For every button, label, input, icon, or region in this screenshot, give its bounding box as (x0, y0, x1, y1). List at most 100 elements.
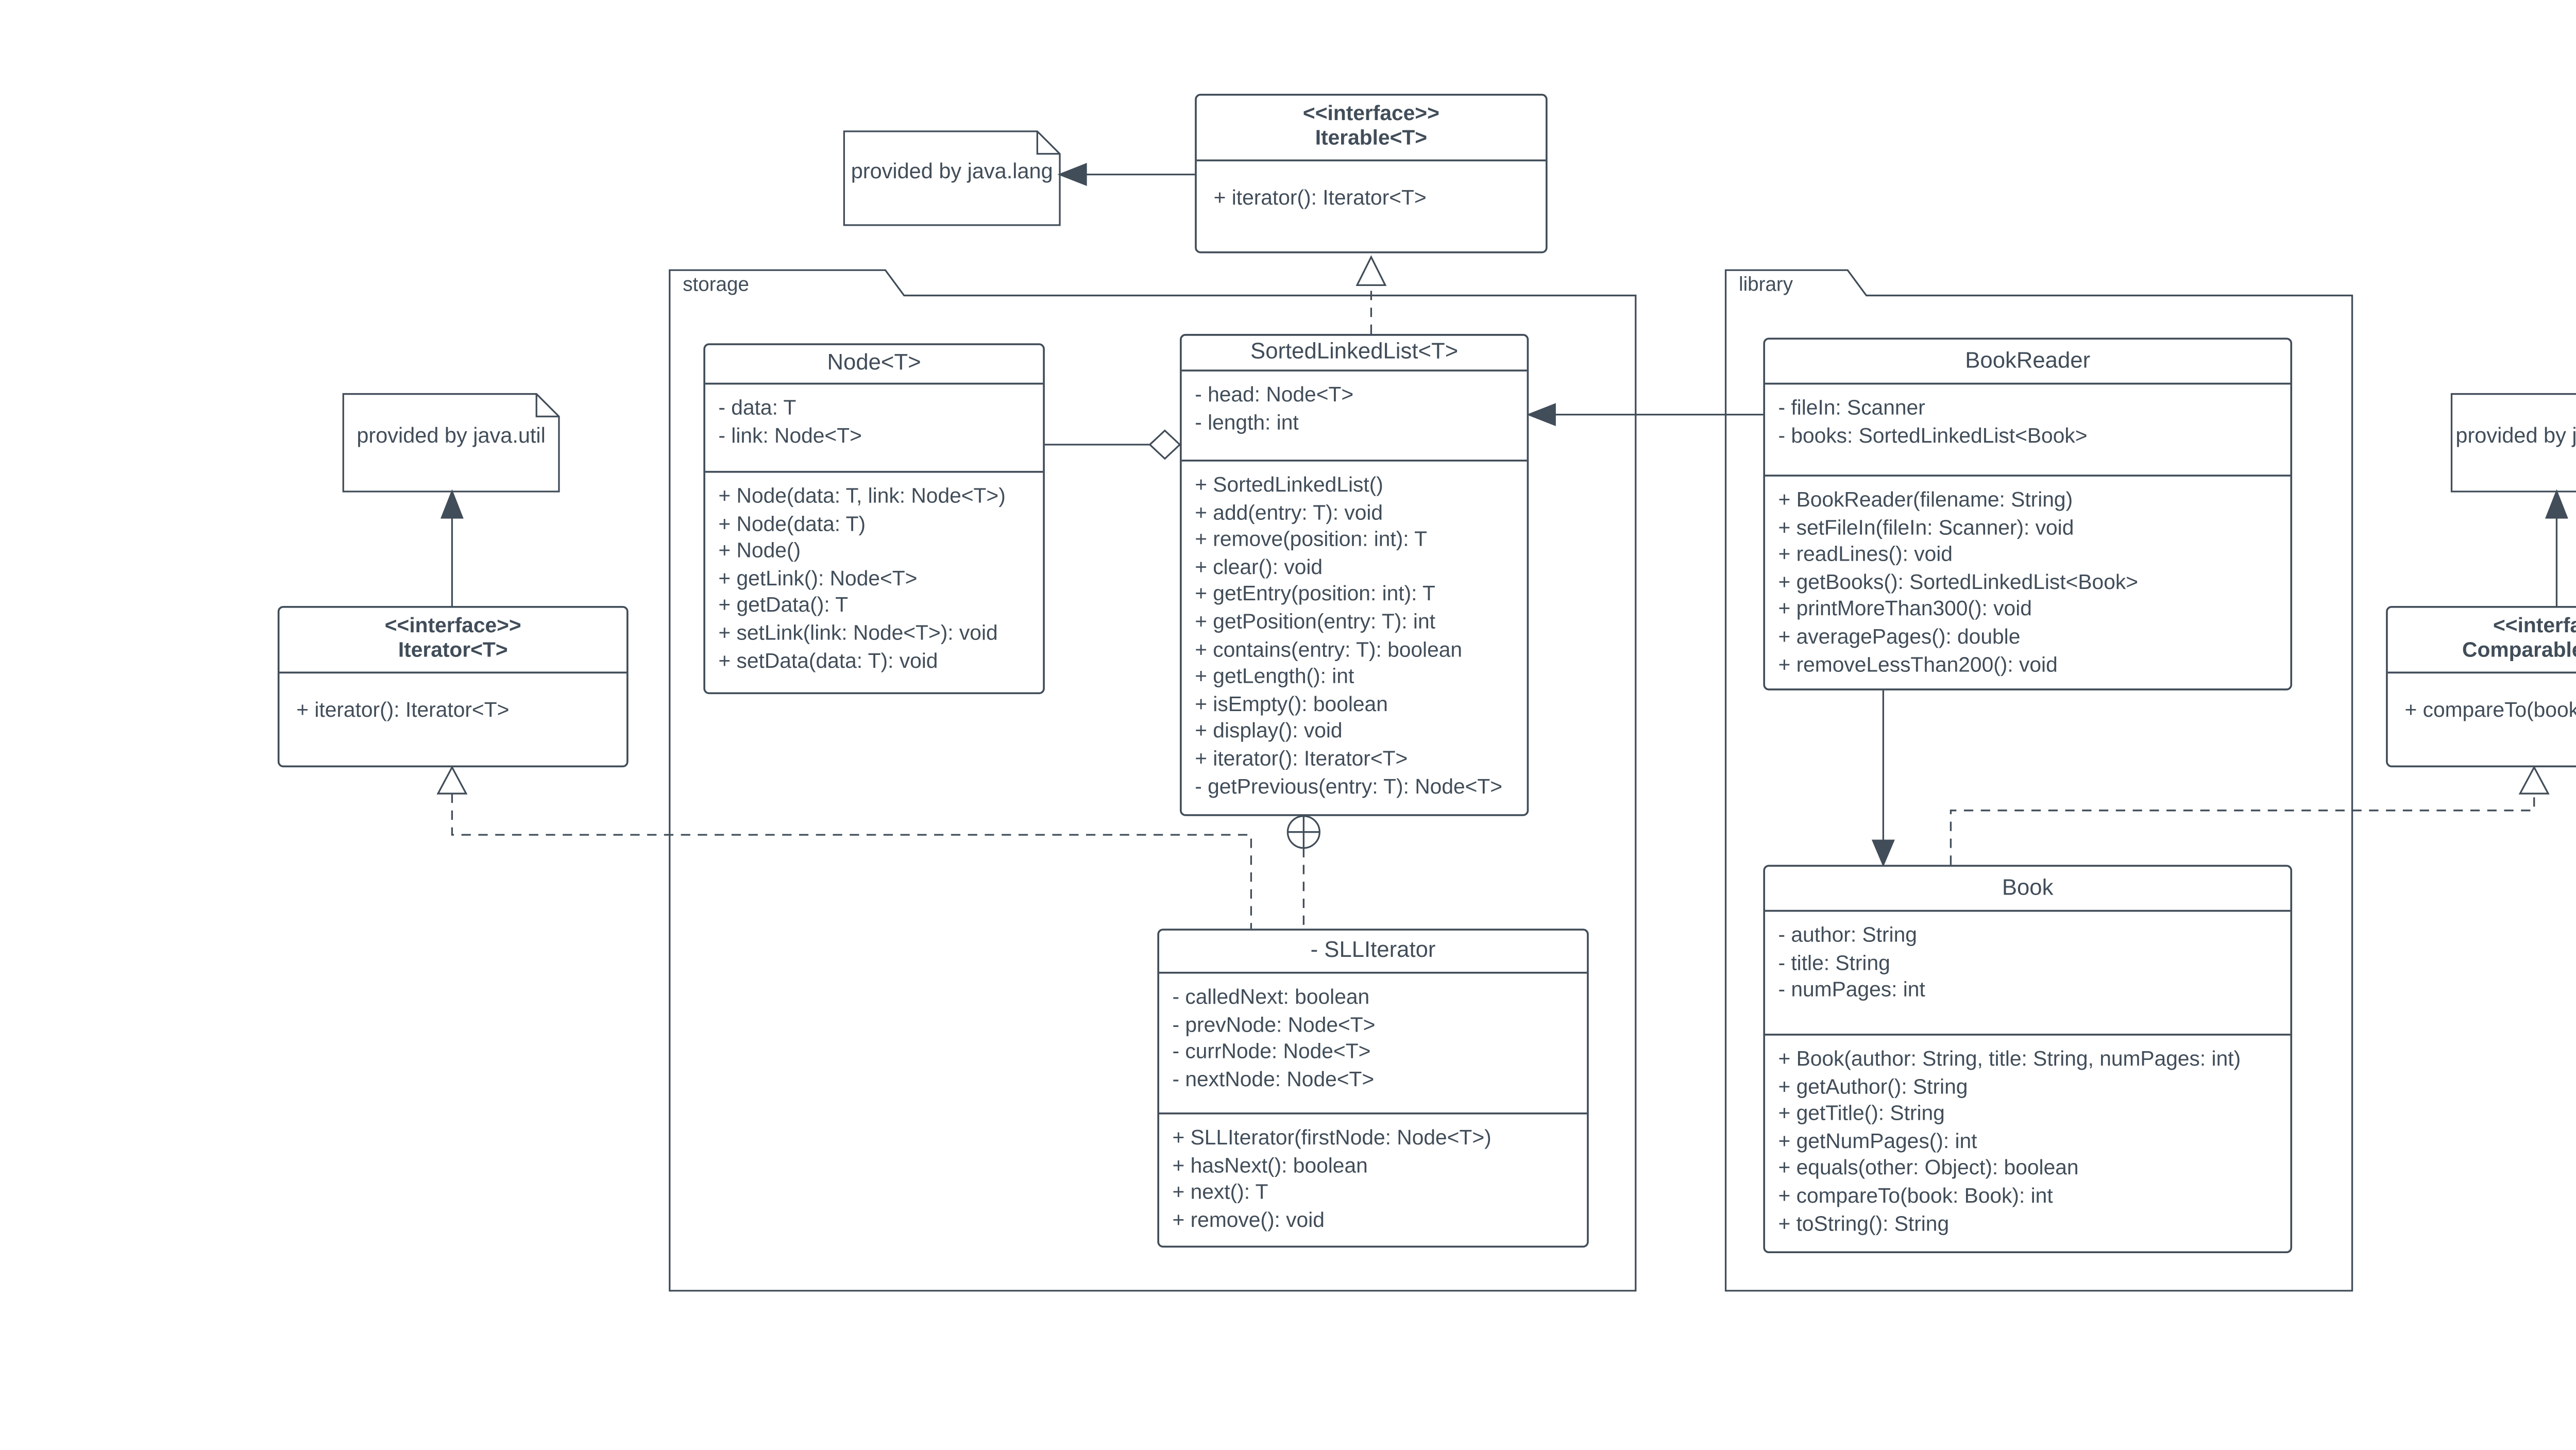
note-link-comparable[interactable] (2545, 489, 2568, 606)
member-line: + SLLIterator(firstNode: Node<T>) (1172, 1127, 1492, 1150)
member-line: + compareTo(book: Book): int (2404, 700, 2576, 722)
member-line: - fileIn: Scanner (1778, 397, 1925, 420)
class-book-methods: + Book(author: String, title: String, nu… (1765, 1034, 2291, 1251)
class-node-attributes: - data: T - link: Node<T> (705, 382, 1043, 471)
member-line: + getAuthor(): String (1778, 1076, 1968, 1099)
class-name: Node<T> (827, 349, 921, 376)
member-line: + setFileIn(fileIn: Scanner): void (1778, 517, 2074, 540)
realization-book-comparable[interactable] (1950, 765, 2550, 865)
note-java-lang-top-text: provided by java.lang (851, 161, 1053, 184)
member-line: - title: String (1778, 952, 1890, 975)
package-storage[interactable] (669, 269, 1637, 1292)
member-line: - calledNext: boolean (1172, 987, 1370, 1009)
member-line: + Book(author: String, title: String, nu… (1778, 1049, 2241, 1071)
member-line: + getNumPages(): int (1778, 1131, 1977, 1154)
interface-iterator[interactable]: <<interface>> Iterator<T> + iterator(): … (277, 605, 629, 768)
arrowhead-icon (1526, 403, 1556, 427)
member-line: + removeLessThan200(): void (1778, 654, 2058, 677)
note-java-util-text: provided by java.util (357, 426, 546, 449)
member-line: - link: Node<T> (718, 425, 862, 448)
class-name: BookReader (1965, 346, 2091, 373)
interface-iterator-header: <<interface>> Iterator<T> (279, 608, 626, 672)
member-line: + getTitle(): String (1778, 1103, 1945, 1126)
member-line: - prevNode: Node<T> (1172, 1014, 1376, 1037)
member-line: + BookReader(filename: String) (1778, 490, 2073, 512)
member-line: + clear(): void (1195, 557, 1323, 580)
note-shape-java-lang-top[interactable] (843, 130, 1061, 226)
arrowhead-icon (2545, 489, 2568, 519)
hollow-triangle-icon (2518, 765, 2550, 795)
member-line: + iterator(): Iterator<T> (1213, 188, 1427, 210)
member-line: - numPages: int (1778, 980, 1925, 1002)
member-line: - books: SortedLinkedList<Book> (1778, 425, 2088, 448)
class-book[interactable]: Book - author: String - title: String - nu… (1763, 865, 2293, 1254)
containment-sortedlinkedlist-slliterator[interactable] (1286, 815, 1320, 929)
note-shape-java-lang-right[interactable] (2450, 393, 2576, 493)
arrowhead-icon (440, 489, 464, 519)
interface-iterator-methods: + iterator(): Iterator<T> (279, 671, 627, 765)
member-line: + compareTo(book: Book): int (1778, 1185, 2053, 1208)
member-line: + Node(data: T) (718, 513, 866, 536)
member-line: + isEmpty(): boolean (1195, 694, 1388, 716)
interface-name: Iterable<T> (1315, 127, 1428, 150)
stereotype-label: <<interface>> (1302, 102, 1439, 125)
class-name: - SLLIterator (1310, 936, 1436, 963)
association-bookreader-sortedlinkedlist[interactable] (1526, 403, 1764, 427)
member-line: + getBooks(): SortedLinkedList<Book> (1778, 571, 2138, 595)
member-line: + getPosition(entry: T): int (1195, 611, 1435, 634)
note-link-iterable[interactable] (1057, 163, 1195, 187)
package-library[interactable] (1724, 269, 2353, 1292)
interface-iterable[interactable]: <<interface>> Iterable<T> + iterator(): … (1195, 94, 1548, 254)
realization-slliterator-iterator[interactable] (436, 765, 1252, 929)
note-link-iterator[interactable] (440, 489, 464, 606)
association-bookreader-book[interactable] (1871, 690, 1895, 867)
member-line: + hasNext(): boolean (1172, 1155, 1368, 1177)
arrowhead-icon (1871, 839, 1895, 867)
realization-sortedlinkedlist-iterable[interactable] (1355, 255, 1387, 334)
member-line: + next(): T (1172, 1182, 1268, 1205)
class-node-methods: + Node(data: T, link: Node<T>)+ Node(dat… (705, 470, 1043, 693)
member-line: - data: T (718, 397, 796, 420)
note-java-lang-right-text: provided by java.lang (2455, 426, 2576, 449)
class-bookreader[interactable]: BookReader - fileIn: Scanner - books: Sor… (1763, 338, 2293, 690)
class-bookreader-methods: + BookReader(filename: String) + setFileI… (1765, 475, 2291, 688)
note-shape-java-util[interactable] (342, 393, 560, 493)
hollow-triangle-icon (436, 765, 468, 795)
member-line: - nextNode: Node<T> (1172, 1069, 1375, 1092)
member-line: + Node() (718, 541, 801, 563)
interface-iterable-header: <<interface>> Iterable<T> (1197, 96, 1546, 160)
interface-name: Iterator<T> (398, 639, 508, 663)
member-line: + printMoreThan300(): void (1778, 599, 2032, 622)
stereotype-label: <<interface>> (384, 614, 521, 637)
member-line: + setLink(link: Node<T>): void (718, 622, 998, 646)
member-line: - currNode: Node<T> (1172, 1041, 1371, 1065)
class-name: Book (2002, 873, 2054, 900)
member-line: - author: String (1778, 924, 1917, 948)
arrowhead-icon (1057, 163, 1087, 187)
class-sortedlinkedlist[interactable]: SortedLinkedList<T> - head: Node<T>- len… (1180, 334, 1529, 816)
member-line: + getLink(): Node<T> (718, 568, 918, 591)
member-line: + remove(position: int): T (1195, 529, 1428, 552)
member-line: + contains(entry: T): boolean (1195, 638, 1463, 662)
aggregation-sortedlinkedlist-node[interactable] (1044, 429, 1181, 460)
class-node[interactable]: Node<T> - data: T - link: Node<T> + Node(… (703, 343, 1045, 695)
interface-comparable-header: <<interface>> Comparable<Book> (2388, 608, 2576, 672)
member-line: - head: Node<T> (1195, 384, 1354, 408)
class-slliterator[interactable]: - SLLIterator - calledNext: boolean - pre… (1157, 929, 1589, 1248)
interface-iterable-methods: + iterator(): Iterator<T> (1196, 159, 1546, 251)
interface-comparable[interactable]: <<interface>> Comparable<Book> + compare… (2386, 605, 2576, 768)
interface-name: Comparable<Book> (2462, 639, 2576, 663)
member-line: + averagePages(): double (1778, 626, 2021, 649)
class-name: SortedLinkedList<T> (1250, 338, 1459, 365)
member-line: + equals(other: Object): boolean (1778, 1158, 2079, 1181)
class-slliterator-attributes: - calledNext: boolean - prevNode: Node<T>… (1159, 971, 1587, 1112)
member-line: + display(): void (1195, 721, 1343, 744)
class-book-attributes: - author: String - title: String - numPage… (1765, 909, 2291, 1034)
class-slliterator-methods: + SLLIterator(firstNode: Node<T>) + hasNe… (1159, 1112, 1587, 1245)
member-line: + getLength(): int (1195, 666, 1354, 689)
member-line: + iterator(): Iterator<T> (1195, 748, 1408, 771)
hollow-triangle-icon (1355, 255, 1387, 286)
member-line: + readLines(): void (1778, 544, 1953, 567)
